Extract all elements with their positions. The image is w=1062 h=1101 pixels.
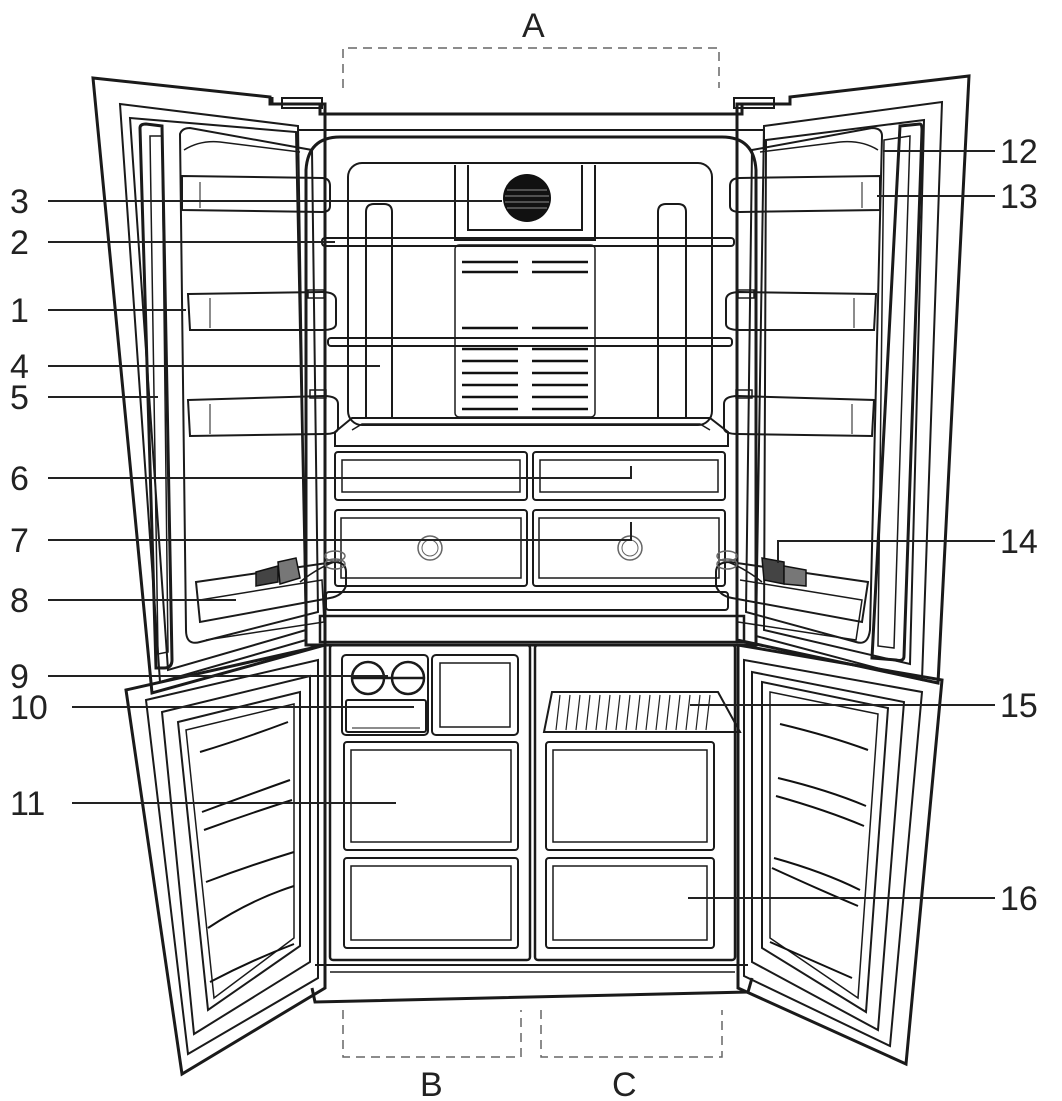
freezer-drawer-left-1 — [343, 741, 519, 851]
freezer-drawer-right-2 — [545, 857, 715, 949]
zone-label-b: B — [420, 1066, 443, 1101]
callout-9: 9 — [10, 658, 29, 696]
callout-15: 15 — [1000, 687, 1038, 725]
right-fridge-door — [715, 74, 971, 685]
callout-10: 10 — [10, 689, 48, 727]
wire-shelf — [542, 691, 742, 733]
callout-4: 4 — [10, 348, 29, 386]
cabinet-body — [270, 97, 792, 1004]
drawer-lower-left — [334, 509, 528, 587]
right-bottle-bin — [715, 550, 870, 641]
callout-16: 16 — [1000, 880, 1038, 918]
zone-b-bracket — [342, 1010, 522, 1058]
drawer-upper-right — [532, 451, 726, 501]
callout-5: 5 — [10, 379, 29, 417]
leader-lines — [48, 150, 995, 899]
left-door-bin-2 — [186, 289, 337, 331]
callout-14: 14 — [1000, 523, 1038, 561]
left-door-bin-top — [181, 140, 331, 214]
callout-2: 2 — [10, 224, 29, 262]
freezer-drawer-left-2 — [343, 857, 519, 949]
right-bottle-clip — [761, 557, 807, 587]
drawer-upper-left — [334, 451, 528, 501]
callout-6: 6 — [10, 460, 29, 498]
zone-a-bracket — [342, 47, 720, 88]
fan-icon — [503, 174, 551, 222]
ice-bin — [345, 699, 427, 733]
callout-1: 1 — [10, 292, 29, 330]
freezer-drawer-right-1 — [545, 741, 715, 851]
callout-11: 11 — [10, 785, 45, 823]
zone-label-a: A — [522, 7, 545, 45]
callout-12: 12 — [1000, 133, 1038, 171]
callout-13: 13 — [1000, 178, 1038, 216]
right-door-bin-3 — [723, 389, 876, 438]
left-freezer-door — [124, 643, 327, 1077]
middle-shelf — [327, 337, 733, 347]
left-fridge-door — [91, 76, 347, 695]
left-bottle-clip — [255, 557, 301, 587]
right-freezer-door — [736, 643, 944, 1067]
callout-8: 8 — [10, 582, 29, 620]
right-door-bin-2 — [725, 289, 878, 331]
left-door-bin-3 — [186, 389, 339, 438]
callout-7: 7 — [10, 522, 29, 560]
left-bottle-bin — [194, 550, 347, 641]
zone-c-bracket — [540, 1010, 723, 1058]
callout-3: 3 — [10, 183, 29, 221]
right-door-bin-top — [729, 140, 881, 214]
zone-label-c: C — [612, 1066, 637, 1101]
drawer-lower-right — [532, 509, 726, 587]
